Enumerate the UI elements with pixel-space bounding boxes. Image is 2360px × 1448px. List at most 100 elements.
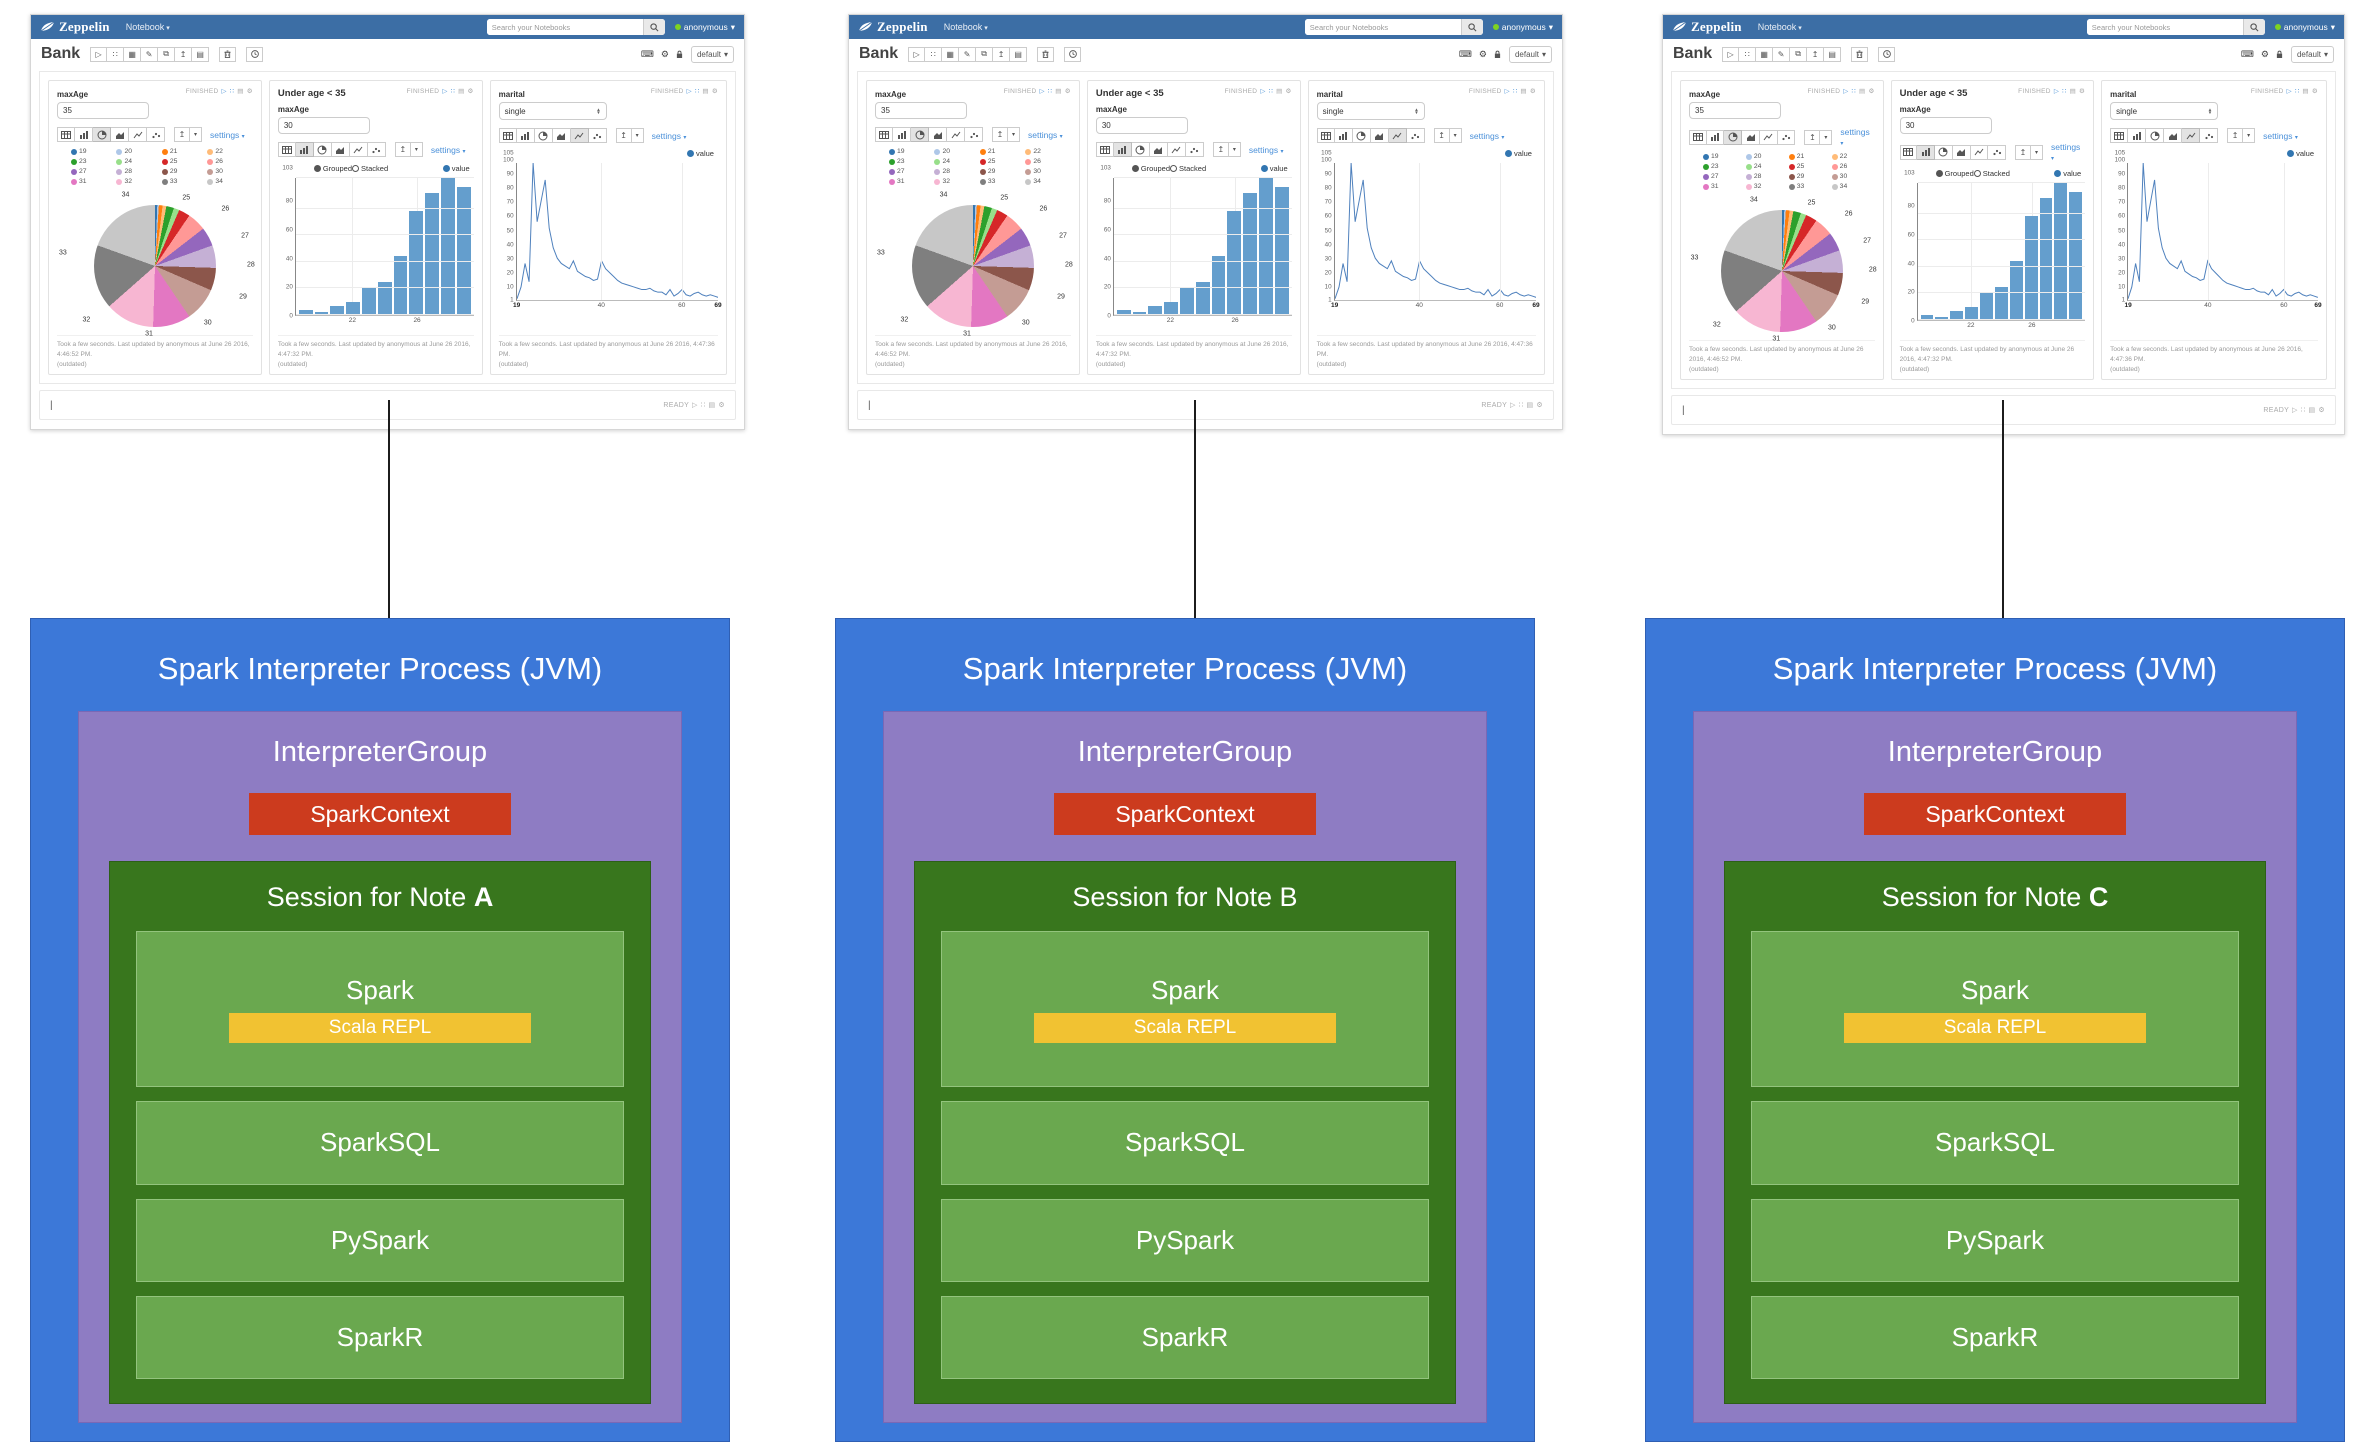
download-button[interactable]: ↥: [394, 142, 411, 157]
legend-item[interactable]: 26: [207, 158, 252, 165]
area-chart-button[interactable]: [2164, 128, 2183, 143]
area-chart-button[interactable]: [1370, 128, 1389, 143]
marital-select[interactable]: single ▲▼: [498, 102, 607, 120]
pie-chart-button[interactable]: [313, 142, 332, 157]
legend-item[interactable]: 21: [979, 148, 1025, 155]
legend-item[interactable]: 29: [979, 168, 1025, 175]
series-legend[interactable]: value: [442, 164, 470, 173]
legend-item[interactable]: 27: [889, 168, 934, 175]
paragraph-gear-icon[interactable]: ⚙: [1536, 402, 1543, 410]
run-paragraph-icon[interactable]: ▷: [686, 88, 692, 95]
run-paragraph-icon[interactable]: ▷: [1510, 402, 1516, 410]
pie-chart-button[interactable]: [1935, 144, 1953, 160]
interpreter-binding-button[interactable]: default▾: [2290, 45, 2334, 63]
settings-link[interactable]: settings ▾: [2263, 130, 2298, 141]
list-shortcuts-button[interactable]: ▤: [1010, 46, 1028, 62]
download-button[interactable]: ↥: [1804, 129, 1821, 145]
legend-item[interactable]: 20: [1745, 153, 1789, 160]
user-menu[interactable]: anonymous▾: [2274, 22, 2335, 33]
legend-item[interactable]: 19: [889, 148, 934, 155]
legend-item[interactable]: 33: [979, 178, 1025, 185]
expand-paragraph-icon[interactable]: ∷: [450, 88, 456, 95]
empty-paragraph-bar[interactable]: | READY ▷ ∷ ▤ ⚙: [39, 390, 736, 421]
shrink-paragraphs-button[interactable]: ∷: [925, 46, 943, 62]
maxage-input[interactable]: [57, 102, 149, 119]
legend-item[interactable]: 24: [1745, 163, 1789, 170]
legend-item[interactable]: 24: [934, 158, 979, 165]
user-menu[interactable]: anonymous▾: [1492, 22, 1553, 33]
download-button[interactable]: ↥: [992, 127, 1008, 142]
list-shortcuts-button[interactable]: ▤: [192, 46, 210, 62]
legend-item[interactable]: 26: [1831, 163, 1875, 170]
settings-link[interactable]: settings ▾: [1248, 144, 1284, 155]
download-button[interactable]: ↥: [615, 128, 632, 143]
show-code-button[interactable]: ▦: [124, 46, 142, 62]
empty-paragraph-bar[interactable]: | READY ▷ ∷ ▤ ⚙: [857, 390, 1554, 421]
legend-item[interactable]: 31: [889, 178, 934, 185]
user-menu[interactable]: anonymous▾: [674, 22, 735, 33]
zeppelin-logo[interactable]: Zeppelin: [1691, 19, 1742, 34]
search-input[interactable]: [2086, 19, 2243, 35]
area-chart-button[interactable]: [331, 142, 350, 157]
legend-item[interactable]: 20: [934, 148, 979, 155]
legend-item[interactable]: 23: [71, 158, 116, 165]
scatter-chart-button[interactable]: [1988, 144, 2006, 160]
paragraph-gear-icon[interactable]: ⚙: [1529, 88, 1536, 95]
run-paragraph-icon[interactable]: ▷: [1039, 88, 1045, 95]
legend-item[interactable]: 27: [71, 168, 116, 175]
legend-item[interactable]: 25: [979, 158, 1025, 165]
download-button[interactable]: ↥: [2015, 144, 2031, 160]
pencil-button[interactable]: ✎: [141, 46, 159, 62]
expand-paragraph-icon[interactable]: ∷: [2300, 407, 2306, 415]
legend-item[interactable]: 22: [207, 148, 252, 155]
maxage-input[interactable]: [1095, 117, 1188, 134]
trash-button[interactable]: [1851, 46, 1869, 62]
paragraph-gear-icon[interactable]: ⚙: [2079, 88, 2086, 95]
area-chart-button[interactable]: [1952, 144, 1971, 160]
series-legend[interactable]: value: [687, 149, 714, 158]
legend-item[interactable]: 29: [1788, 173, 1832, 180]
pie-chart-button[interactable]: [1352, 128, 1371, 143]
area-chart-button[interactable]: [1742, 129, 1760, 145]
area-chart-button[interactable]: [552, 128, 571, 143]
search-button[interactable]: [1460, 19, 1483, 35]
clone-note-button[interactable]: ⧉: [976, 46, 994, 62]
menu-notebook[interactable]: Notebook▾: [126, 22, 170, 32]
interpreter-settings-button[interactable]: ⚙: [1479, 49, 1487, 60]
note-title[interactable]: Bank: [859, 45, 899, 62]
pie-chart-button[interactable]: [93, 127, 111, 142]
bar-chart-button[interactable]: [1334, 128, 1353, 143]
legend-item[interactable]: 31: [71, 178, 116, 185]
grouped-radio[interactable]: Grouped: [313, 164, 352, 173]
bar-chart-button[interactable]: [516, 128, 535, 143]
output-toggle-icon[interactable]: ▤: [1858, 88, 1866, 95]
scatter-chart-button[interactable]: [1406, 128, 1425, 143]
bar-chart-button[interactable]: [75, 127, 93, 142]
output-toggle-icon[interactable]: ▤: [1526, 402, 1534, 410]
line-chart-button[interactable]: [1388, 128, 1407, 143]
shrink-paragraphs-button[interactable]: ∷: [1739, 46, 1757, 62]
pie-chart-button[interactable]: [1724, 129, 1743, 145]
table-chart-button[interactable]: [1689, 129, 1707, 145]
run-paragraph-icon[interactable]: ▷: [2053, 88, 2060, 95]
table-chart-button[interactable]: [1899, 144, 1918, 160]
menu-notebook[interactable]: Notebook▾: [1758, 22, 1802, 32]
bar-chart-button[interactable]: [893, 127, 911, 142]
legend-item[interactable]: 24: [116, 158, 161, 165]
note-title[interactable]: Bank: [41, 45, 81, 62]
line-chart-button[interactable]: [570, 128, 589, 143]
menu-notebook[interactable]: Notebook▾: [944, 22, 988, 32]
run-paragraph-icon[interactable]: ▷: [2286, 88, 2292, 95]
table-chart-button[interactable]: [498, 128, 517, 143]
line-chart-button[interactable]: [1759, 129, 1778, 145]
table-chart-button[interactable]: [57, 127, 75, 142]
pie-chart-button[interactable]: [1131, 142, 1150, 157]
legend-item[interactable]: 28: [116, 168, 161, 175]
area-chart-button[interactable]: [1149, 142, 1168, 157]
table-chart-button[interactable]: [875, 127, 893, 142]
output-toggle-icon[interactable]: ▤: [237, 88, 244, 95]
pie-chart-button[interactable]: [2146, 128, 2165, 143]
line-chart-button[interactable]: [1167, 142, 1186, 157]
scatter-chart-button[interactable]: [147, 127, 165, 142]
settings-link[interactable]: settings ▾: [1469, 130, 1505, 141]
